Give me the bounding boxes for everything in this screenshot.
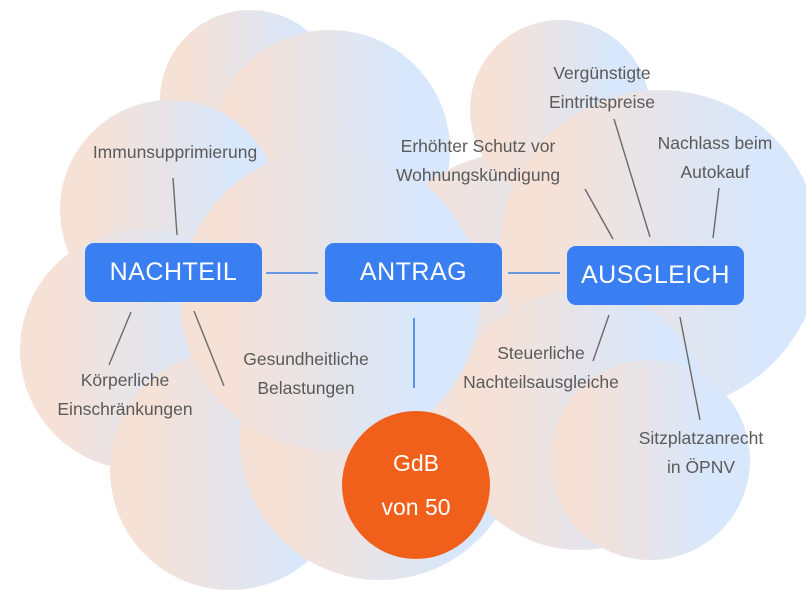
leader-schutz	[584, 188, 614, 240]
leader-verguenstigt	[613, 118, 651, 238]
leader-sitzplatz	[679, 316, 701, 421]
gdb-circle-line1: GdB	[392, 450, 440, 476]
leader-gesund	[193, 310, 225, 387]
label-verguenstigte-eintrittspreise: Vergünstigte Eintrittspreise	[548, 63, 656, 112]
leader-steuer	[592, 314, 610, 362]
label-gesundheitliche-belastungen: Gesundheitliche Belastungen	[243, 349, 369, 398]
antrag-box: ANTRAG	[325, 243, 502, 302]
leader-immun	[172, 177, 178, 236]
label-erhoehter-schutz: Erhöhter Schutz vor Wohnungskündigung	[395, 136, 561, 185]
label-immunsupprimierung: Immunsupprimierung	[92, 142, 258, 162]
ausgleich-box: AUSGLEICH	[567, 246, 744, 305]
leader-nachlass	[712, 187, 720, 239]
nachteil-box: NACHTEIL	[85, 243, 262, 302]
leader-koerper	[108, 311, 132, 366]
label-koerperliche-einschraenkungen: Körperliche Einschränkungen	[57, 370, 193, 419]
label-steuerliche-nachteilsausgleiche: Steuerliche Nachteilsausgleiche	[463, 343, 619, 392]
label-nachlass-autokauf: Nachlass beim Autokauf	[657, 133, 773, 182]
gdb-circle: GdB von 50	[342, 411, 490, 559]
gdb-circle-line2: von 50	[381, 494, 451, 520]
label-sitzplatzanrecht: Sitzplatzanrecht in ÖPNV	[638, 428, 764, 477]
